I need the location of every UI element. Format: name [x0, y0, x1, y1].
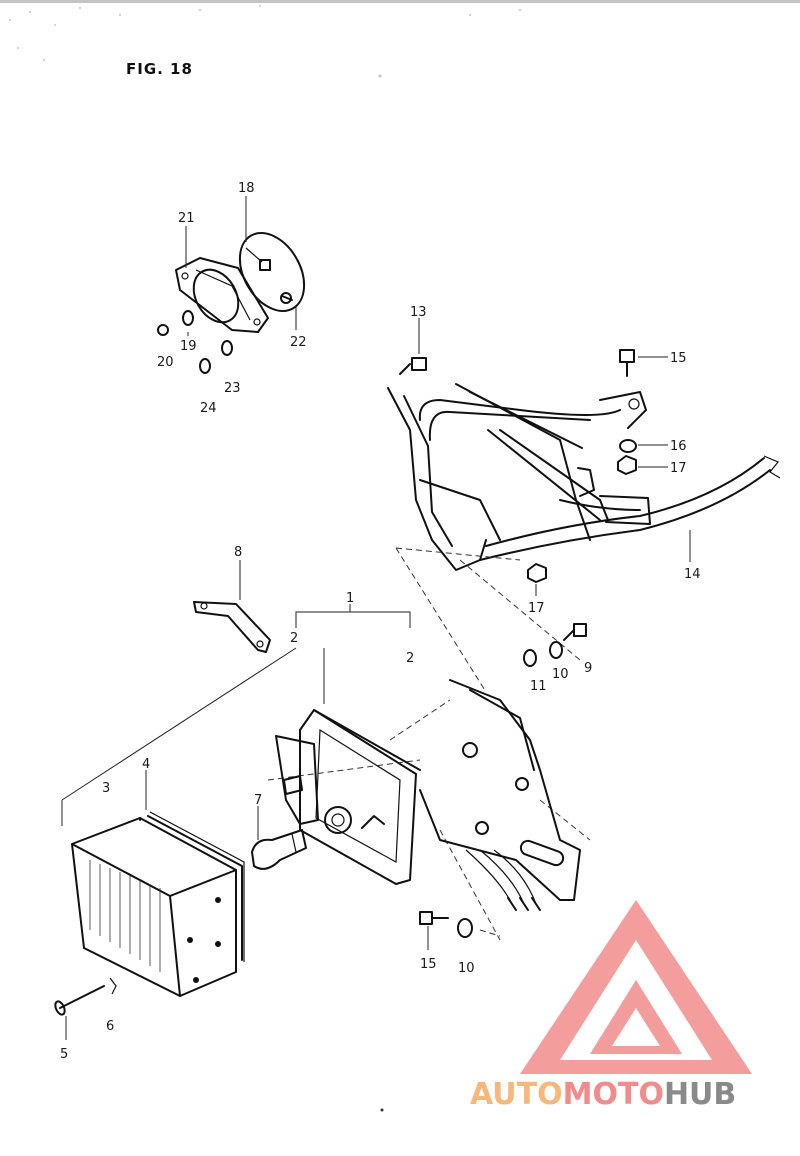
part-lamp-bracket — [419, 679, 581, 911]
watermark-logo-icon — [520, 900, 752, 1074]
callout-4: 4 — [142, 757, 150, 772]
callout-21: 21 — [178, 211, 195, 226]
callout-14: 14 — [684, 567, 701, 582]
part-strap — [193, 601, 271, 653]
callout-labels: 18 21 19 20 22 23 24 13 15 16 17 14 17 8… — [60, 181, 701, 1062]
watermark-moto: MOTO — [563, 1077, 664, 1112]
scan-dot — [380, 1108, 384, 1112]
watermark-auto: AUTO — [470, 1077, 563, 1112]
callout-23: 23 — [224, 381, 241, 396]
callout-10-top: 10 — [552, 667, 569, 682]
small-fasteners-top — [157, 310, 233, 374]
watermark-hub: HUB — [664, 1077, 736, 1112]
callout-17-bottom: 17 — [528, 601, 545, 616]
figure-title: FIG. 18 — [126, 60, 193, 78]
part-bulb — [251, 829, 307, 870]
callout-10-bottom: 10 — [458, 961, 475, 976]
callout-5: 5 — [60, 1047, 68, 1062]
callout-22: 22 — [290, 335, 307, 350]
callout-1: 1 — [346, 591, 354, 606]
leader-lines — [61, 196, 691, 1040]
callout-11: 11 — [530, 679, 547, 694]
callout-2-right: 2 — [406, 651, 414, 666]
callout-2-left: 2 — [290, 631, 298, 646]
part-lamp-housing — [275, 709, 421, 885]
part-lens — [71, 815, 243, 997]
callout-8: 8 — [234, 545, 242, 560]
part-gasket — [149, 811, 245, 962]
small-fasteners-bottom — [419, 623, 587, 938]
part-round-unit — [238, 232, 306, 312]
callout-24: 24 — [200, 401, 217, 416]
callout-13: 13 — [410, 305, 427, 320]
callout-3: 3 — [102, 781, 110, 796]
callout-15-top: 15 — [670, 351, 687, 366]
callout-17-top: 17 — [670, 461, 687, 476]
part-screw — [54, 977, 117, 1016]
callout-18: 18 — [238, 181, 255, 196]
small-fasteners-right — [399, 349, 637, 583]
callout-19: 19 — [180, 339, 197, 354]
callout-7: 7 — [254, 793, 262, 808]
scan-noise — [0, 0, 800, 78]
callout-15-bottom: 15 — [420, 957, 437, 972]
callout-16: 16 — [670, 439, 687, 454]
part-cover-plate — [175, 257, 269, 333]
watermark-text: AUTOMOTOHUB — [470, 1077, 736, 1112]
part-frame-bracket — [387, 383, 781, 571]
callout-20: 20 — [157, 355, 174, 370]
callout-6: 6 — [106, 1019, 114, 1034]
callout-9: 9 — [584, 661, 592, 676]
